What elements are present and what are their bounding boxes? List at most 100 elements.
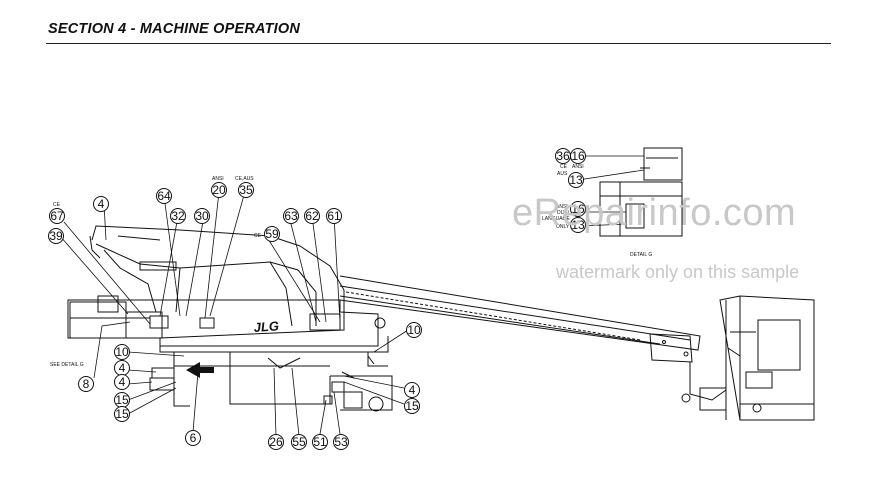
callout-c35: 35 xyxy=(238,182,254,198)
callout-circle xyxy=(114,374,130,390)
callout-c4c: 4 xyxy=(114,374,130,390)
callout-circle xyxy=(312,434,328,450)
callout-circle xyxy=(406,322,422,338)
callout-circle xyxy=(78,376,94,392)
callout-number: 67 xyxy=(50,209,64,223)
callout-number: 20 xyxy=(212,183,226,197)
callout-circle xyxy=(264,226,280,242)
section-title: SECTION 4 - MACHINE OPERATION xyxy=(48,21,301,37)
callout-number: 13 xyxy=(571,218,585,232)
callout-circle xyxy=(156,188,172,204)
callout-c59: 59 xyxy=(264,226,280,242)
detail-callout-1: 16 xyxy=(570,148,586,164)
detail-language-label: LANGUAGE xyxy=(542,216,570,222)
callout-number: 4 xyxy=(119,361,126,375)
callout-number: 53 xyxy=(334,435,348,449)
callout-circle xyxy=(185,430,201,446)
callout-c26: 26 xyxy=(268,434,284,450)
callout-number: 55 xyxy=(292,435,306,449)
callout-c6: 6 xyxy=(185,430,201,446)
callout-number: 4 xyxy=(409,383,416,397)
callout-c8: 8 xyxy=(78,376,94,392)
ansi-label: ANSI xyxy=(212,176,224,182)
callout-circle xyxy=(268,434,284,450)
ce-label-mid: CE xyxy=(254,233,262,239)
detail-aus-label: AUS xyxy=(557,171,568,177)
callout-circle xyxy=(304,208,320,224)
see-detail-label: SEE DETAIL G xyxy=(50,362,84,368)
callout-number: 8 xyxy=(83,377,90,391)
callout-circle xyxy=(404,398,420,414)
work-platform xyxy=(681,295,815,421)
callout-c15c: 15 xyxy=(404,398,420,414)
callout-c62: 62 xyxy=(304,208,320,224)
detail-callout-0: 36 xyxy=(555,148,571,164)
detail-callout-2: 13 xyxy=(568,172,584,188)
callout-number: 26 xyxy=(269,435,283,449)
callout-c15b: 15 xyxy=(114,406,130,422)
callout-number: 16 xyxy=(571,202,585,216)
callout-number: 4 xyxy=(98,197,105,211)
callout-c53: 53 xyxy=(333,434,349,450)
callout-circle xyxy=(326,208,342,224)
callout-number: 10 xyxy=(407,323,421,337)
callout-c61: 61 xyxy=(326,208,342,224)
callout-circle xyxy=(114,406,130,422)
callout-c39: 39 xyxy=(48,228,64,244)
callout-number: 35 xyxy=(239,183,253,197)
callout-number: 51 xyxy=(313,435,327,449)
leader-lines xyxy=(59,155,645,437)
callout-number: 39 xyxy=(49,229,63,243)
ce-label-left: CE xyxy=(53,202,61,208)
callout-c4b: 4 xyxy=(114,360,130,376)
callout-circle xyxy=(570,201,586,217)
callout-circle xyxy=(48,228,64,244)
callout-c15a: 15 xyxy=(114,392,130,408)
ce-aus-label: CE,AUS xyxy=(235,176,254,182)
callout-circle xyxy=(568,172,584,188)
callout-c10a: 10 xyxy=(114,344,130,360)
detail-ansi-label: ANSI xyxy=(572,164,584,170)
callout-number: 30 xyxy=(195,209,209,223)
callout-number: 32 xyxy=(171,209,185,223)
callout-c32: 32 xyxy=(170,208,186,224)
callout-circle xyxy=(570,148,586,164)
callout-number: 63 xyxy=(284,209,298,223)
boom-hood xyxy=(89,225,386,339)
callout-circle xyxy=(333,434,349,450)
callout-circle xyxy=(238,182,254,198)
callout-number: 15 xyxy=(115,407,129,421)
callout-circle xyxy=(170,208,186,224)
callout-number: 61 xyxy=(327,209,341,223)
callout-c10b: 10 xyxy=(406,322,422,338)
callout-c67: 67 xyxy=(49,208,65,224)
callout-number: 59 xyxy=(265,227,279,241)
callout-circle xyxy=(404,382,420,398)
callout-c55: 55 xyxy=(291,434,307,450)
callout-circle xyxy=(93,196,109,212)
callout-circle xyxy=(211,182,227,198)
callout-number: 6 xyxy=(190,431,197,445)
watermark-logo: eRepairinfo.com xyxy=(512,192,797,234)
detail-ce-label: CE xyxy=(560,164,568,170)
detail-only-label: ONLY xyxy=(556,224,570,230)
callout-c63: 63 xyxy=(283,208,299,224)
callout-c51: 51 xyxy=(312,434,328,450)
callout-number: 15 xyxy=(405,399,419,413)
direction-arrow-icon xyxy=(186,362,214,378)
callout-number: 13 xyxy=(569,173,583,187)
detail-callout-3: 16 xyxy=(570,201,586,217)
callout-number: 62 xyxy=(305,209,319,223)
callout-number: 64 xyxy=(157,189,171,203)
callout-c4a: 4 xyxy=(93,196,109,212)
callout-circle xyxy=(283,208,299,224)
callout-c64: 64 xyxy=(156,188,172,204)
callout-circle xyxy=(570,217,586,233)
callout-circle xyxy=(49,208,65,224)
brand-badge: JLG xyxy=(253,318,279,335)
detail-callout-4: 13 xyxy=(570,217,586,233)
